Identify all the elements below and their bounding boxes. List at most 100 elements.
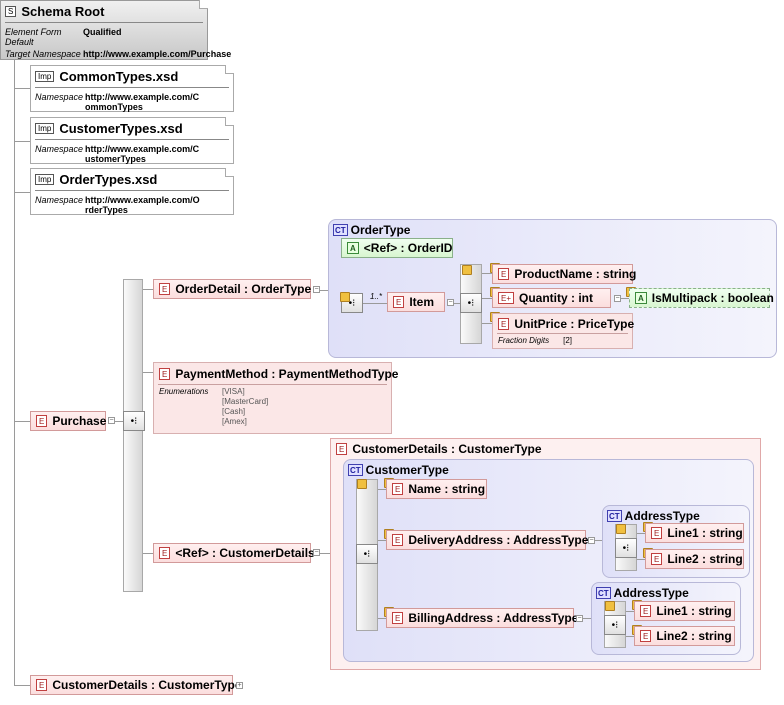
connector	[143, 372, 153, 373]
schema-root-title: Schema Root	[21, 4, 105, 19]
expand-icon[interactable]: −	[614, 295, 621, 302]
unit-price-element[interactable]: E UnitPrice : PriceType Fraction Digits …	[492, 313, 635, 349]
is-multipack-attribute[interactable]: A IsMultipack : boolean	[629, 288, 774, 308]
connector	[637, 533, 645, 534]
connector	[621, 298, 629, 299]
payment-method-element[interactable]: E PaymentMethod : PaymentMethodType Enum…	[153, 362, 398, 434]
connector	[320, 553, 330, 554]
sequence-icon[interactable]: •⁝	[123, 411, 145, 431]
connector	[637, 559, 645, 560]
expand-icon[interactable]: −	[447, 299, 454, 306]
root-connector	[14, 60, 15, 686]
address-type-title: CT AddressType	[607, 509, 700, 523]
property-row: Element Form Default Qualified	[1, 26, 207, 48]
element-icon: E	[651, 527, 663, 539]
sequence-icon[interactable]: •⁝	[615, 538, 637, 558]
property-key: Namespace	[35, 144, 84, 154]
element-label: Line1 : string	[667, 526, 743, 540]
fold-corner	[225, 117, 234, 126]
element-label: UnitPrice : PriceType	[514, 317, 635, 331]
element-label: OrderDetail : OrderType	[175, 282, 312, 296]
enum-value: [Cash]	[222, 407, 246, 416]
item-element[interactable]: E Item	[387, 292, 445, 312]
element-icon: E	[651, 553, 663, 565]
line1-element[interactable]: E Line1 : string	[645, 523, 744, 543]
line2-element[interactable]: E Line2 : string	[645, 549, 744, 569]
expand-icon[interactable]: −	[108, 417, 115, 424]
element-label: Name : string	[408, 482, 486, 496]
billing-address-element[interactable]: E BillingAddress : AddressType	[386, 608, 578, 628]
element-label: CustomerDetails : CustomerType	[352, 442, 542, 456]
address-type-name: AddressType	[613, 586, 689, 600]
facet-row: Fraction Digits [2]	[493, 334, 632, 347]
connector	[378, 618, 386, 619]
import-title: OrderTypes.xsd	[59, 172, 158, 187]
order-detail-element[interactable]: E OrderDetail : OrderType	[153, 279, 311, 299]
line1-element[interactable]: E Line1 : string	[634, 601, 735, 621]
connector	[626, 611, 634, 612]
fold-corner	[199, 0, 208, 9]
element-icon: E	[392, 483, 404, 495]
ref-customer-details-element[interactable]: E <Ref> : CustomerDetails	[153, 543, 315, 563]
connector	[583, 618, 591, 619]
expand-icon[interactable]: +	[236, 682, 243, 689]
element-label: Purchase	[52, 414, 107, 428]
property-key: Target Namespace	[5, 49, 81, 59]
line2-element[interactable]: E Line2 : string	[634, 626, 735, 646]
attribute-icon: A	[635, 292, 647, 304]
lock-icon	[462, 265, 472, 275]
multiplicity-label: 1..*	[370, 292, 383, 301]
connector	[626, 636, 634, 637]
order-id-attribute[interactable]: A <Ref> : OrderID	[341, 238, 453, 258]
import-icon: Imp	[35, 71, 55, 82]
order-type-title: CT OrderType	[333, 223, 410, 237]
lock-icon	[340, 292, 350, 302]
enum-value: [VISA]	[222, 387, 245, 396]
schema-root[interactable]: S Schema Root Element Form Default Quali…	[0, 0, 231, 60]
delivery-address-element[interactable]: E DeliveryAddress : AddressType	[386, 530, 588, 550]
enumerations-list: [VISA] [MasterCard] [Cash] [Amex]	[222, 387, 268, 427]
lock-icon	[357, 479, 367, 489]
complex-type-icon: CT	[333, 224, 348, 236]
enumerations-row: Enumerations [VISA] [MasterCard] [Cash] …	[154, 385, 391, 429]
customer-details-header: E CustomerDetails : CustomerType	[331, 439, 760, 459]
property-key: Namespace	[35, 92, 84, 102]
fold-corner	[225, 168, 234, 177]
import-customer-types[interactable]: Imp CustomerTypes.xsd Namespace http://w…	[30, 117, 234, 164]
element-label: Item	[409, 295, 435, 309]
complex-type-icon: CT	[607, 510, 622, 522]
element-icon: E	[640, 605, 652, 617]
divider	[35, 190, 229, 191]
expand-icon[interactable]: −	[313, 286, 320, 293]
sequence-icon[interactable]: •⁝	[356, 544, 378, 564]
connector	[14, 421, 30, 422]
purchase-element[interactable]: E Purchase	[30, 411, 106, 431]
name-element[interactable]: E Name : string	[386, 479, 487, 499]
element-icon: E	[392, 534, 404, 546]
facet-key: Fraction Digits	[498, 336, 550, 345]
import-common-types[interactable]: Imp CommonTypes.xsd Namespace http://www…	[30, 65, 234, 112]
customer-details-global-element[interactable]: E CustomerDetails : CustomerType	[30, 675, 242, 695]
sequence-icon[interactable]: •⁝	[604, 615, 626, 635]
import-icon: Imp	[35, 123, 55, 134]
address-type-name: AddressType	[624, 509, 700, 523]
divider	[35, 139, 229, 140]
property-value: Qualified	[83, 27, 122, 37]
complex-type-icon: CT	[348, 464, 363, 476]
element-label: CustomerDetails : CustomerType	[52, 678, 242, 692]
expand-icon[interactable]: −	[313, 549, 320, 556]
import-order-types[interactable]: Imp OrderTypes.xsd Namespace http://www.…	[30, 168, 234, 215]
attribute-label: IsMultipack : boolean	[651, 291, 774, 305]
connector	[115, 421, 123, 422]
quantity-element[interactable]: E+ Quantity : int	[492, 288, 611, 308]
expand-icon[interactable]: −	[576, 615, 583, 622]
element-label: ProductName : string	[514, 267, 637, 281]
expand-icon[interactable]: −	[588, 537, 595, 544]
element-label: PaymentMethod : PaymentMethodType	[175, 367, 399, 381]
sequence-icon[interactable]: •⁝	[460, 293, 482, 313]
property-value: http://www.example.com/CustomerTypes	[85, 144, 200, 164]
product-name-element[interactable]: E ProductName : string	[492, 264, 637, 284]
divider	[497, 333, 628, 334]
element-icon: E	[159, 283, 171, 295]
property-value: http://www.example.com/CommonTypes	[85, 92, 200, 112]
